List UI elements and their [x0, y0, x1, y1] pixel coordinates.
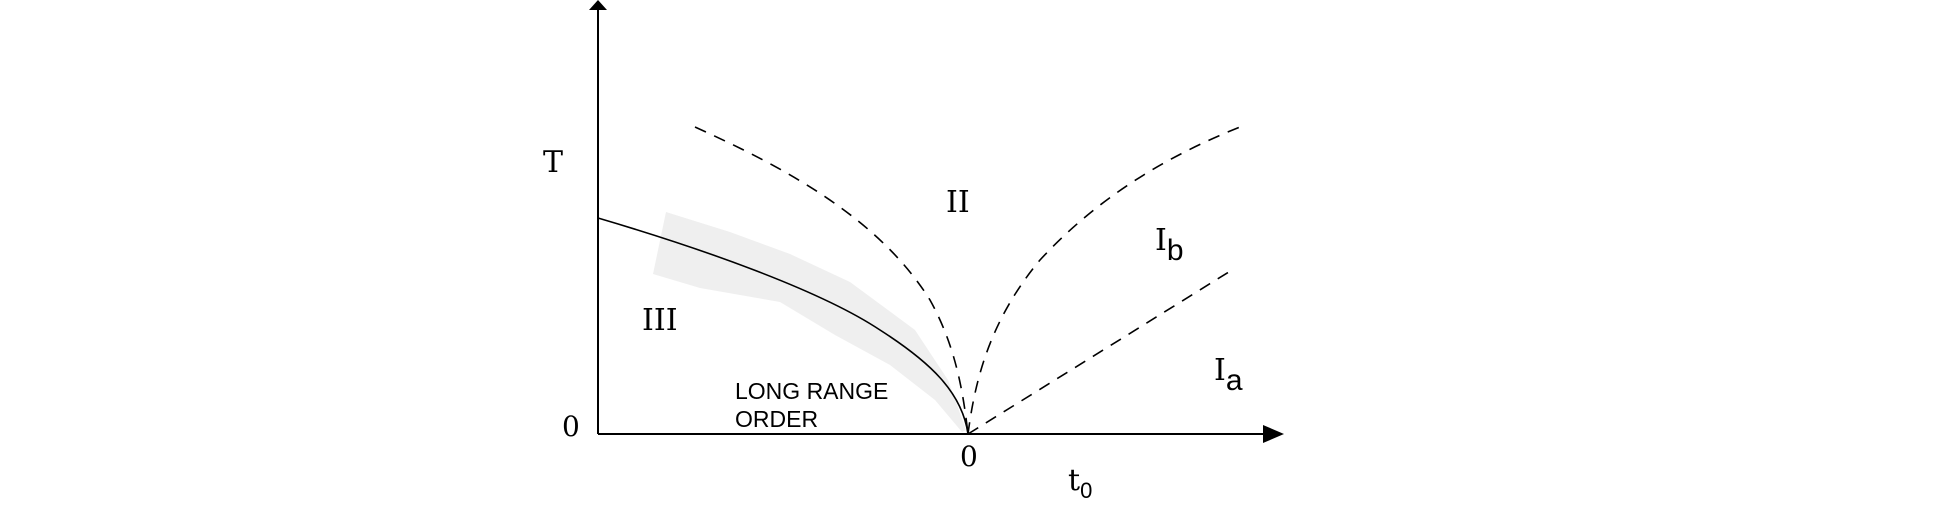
region-Ib-label: Ib: [1155, 223, 1184, 267]
long-range-order-line2: ORDER: [735, 406, 818, 432]
origin-x-tick: 0: [960, 440, 978, 473]
long-range-order-line1: LONG RANGE: [735, 378, 888, 404]
region-III-label: III: [642, 303, 678, 338]
phase-boundary-curve: [597, 217, 969, 435]
region-Ia-label: Ia: [1214, 353, 1243, 397]
x-axis-arrowhead: [1263, 425, 1284, 443]
crossover-line-lower: [967, 269, 1233, 435]
crossover-curve-right: [967, 126, 1241, 435]
x-axis-label: t0: [1068, 463, 1092, 503]
x-axis-label-main: t: [1068, 463, 1080, 498]
origin-y-tick: 0: [562, 410, 580, 443]
region-Ia-sub: a: [1226, 364, 1243, 397]
region-II-label: II: [946, 185, 970, 220]
region-Ia-main: I: [1214, 353, 1226, 388]
region-Ib-sub: b: [1167, 234, 1184, 267]
crossover-curve-left: [694, 126, 969, 435]
shaded-band: [653, 212, 966, 432]
region-Ib-main: I: [1155, 223, 1167, 258]
x-axis-label-sub: 0: [1080, 478, 1092, 503]
y-axis-label: T: [543, 145, 563, 180]
y-axis-arrowhead: [589, 0, 607, 10]
